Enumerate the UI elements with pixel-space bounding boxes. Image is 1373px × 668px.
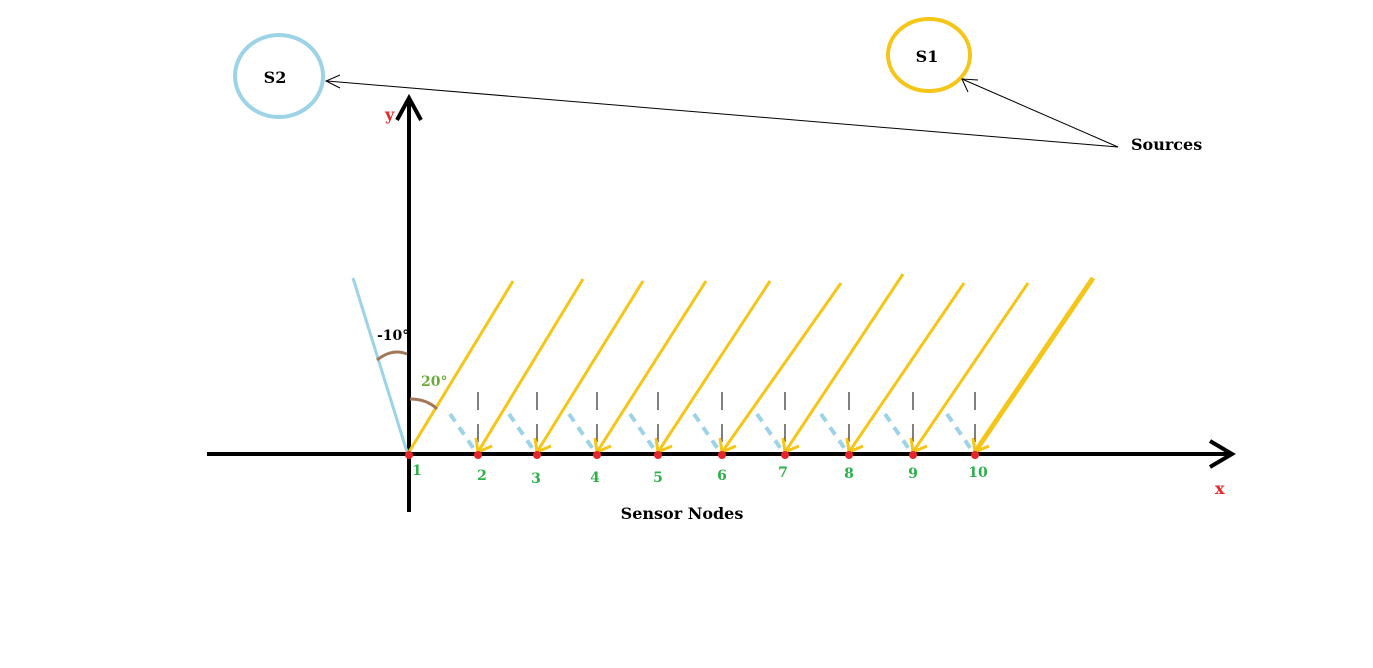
node-9-yellow-ray — [911, 282, 1030, 453]
node-3-blue-ray — [507, 412, 537, 454]
y-axis-label: y — [384, 105, 395, 124]
sensor-node-marks: 1 2 3 4 5 6 7 8 9 10 — [405, 451, 988, 487]
node-5-blue-ray — [628, 412, 658, 454]
angle-label-minus10: -10° — [377, 328, 409, 344]
node-4-blue-ray — [567, 412, 597, 454]
sensor-node-5-label: 5 — [653, 470, 663, 486]
sensor-node-6-dot — [718, 451, 726, 459]
sensor-node-2-label: 2 — [477, 468, 487, 484]
sensor-nodes-label: Sensor Nodes — [621, 504, 744, 523]
sensor-node-8-label: 8 — [844, 466, 854, 482]
node-7-blue-ray — [755, 412, 785, 454]
node-2-yellow-ray — [476, 278, 585, 453]
source-s1-label: S1 — [916, 47, 939, 66]
angle-arc-minus10 — [376, 350, 408, 362]
arrowhead-s2 — [324, 74, 341, 89]
sensor-node-8-dot — [845, 451, 853, 459]
x-axis-label: x — [1215, 479, 1225, 498]
sensor-node-9-dot — [909, 451, 917, 459]
y-axis-arrowhead — [395, 93, 423, 121]
node-4-yellow-ray — [595, 280, 708, 453]
sensor-node-7-label: 7 — [778, 465, 788, 481]
sensor-node-4-label: 4 — [590, 470, 600, 486]
node-1-blue-ray — [351, 277, 409, 453]
node-9-blue-ray — [883, 412, 913, 454]
node-8-blue-ray — [819, 412, 849, 454]
source-s2-circle — [233, 33, 325, 119]
node-7-yellow-ray — [783, 273, 905, 453]
node-10-blue-ray — [945, 412, 975, 454]
sensor-node-3-dot — [533, 451, 541, 459]
sensor-node-10-dot — [971, 451, 979, 459]
arrowhead-s1 — [961, 78, 979, 93]
sensor-node-1-label: 1 — [412, 463, 422, 479]
source-s2-label: S2 — [264, 68, 287, 87]
sources-pointer-s2 — [326, 80, 1119, 148]
source-s1-circle — [886, 17, 972, 93]
x-axis-arrowhead — [1208, 439, 1236, 469]
node-6-blue-ray — [692, 412, 722, 454]
sensor-node-5-dot — [654, 451, 662, 459]
node-5-yellow-ray — [656, 280, 772, 453]
sensor-node-3-label: 3 — [531, 471, 541, 487]
angle-arc-20 — [409, 397, 439, 411]
node-8-yellow-ray — [847, 282, 966, 453]
node-10-yellow-ray — [972, 276, 1096, 454]
sensor-node-7-dot — [781, 451, 789, 459]
node-1-yellow-ray — [407, 280, 515, 453]
sensor-node-4-dot — [593, 451, 601, 459]
node-6-yellow-ray — [720, 282, 843, 453]
angle-label-20: 20° — [421, 374, 447, 390]
sensor-node-10-label: 10 — [968, 465, 988, 481]
sensor-node-6-label: 6 — [717, 468, 727, 484]
sensor-node-9-label: 9 — [908, 466, 918, 482]
sensor-node-rays — [448, 273, 1096, 455]
sensor-node-2-dot — [474, 451, 482, 459]
sources-pointer-s1 — [961, 78, 1119, 148]
sensor-node-1-dot — [405, 451, 413, 459]
node-3-yellow-ray — [535, 280, 645, 453]
node-2-blue-ray — [448, 412, 478, 454]
sources-label: Sources — [1131, 135, 1202, 154]
